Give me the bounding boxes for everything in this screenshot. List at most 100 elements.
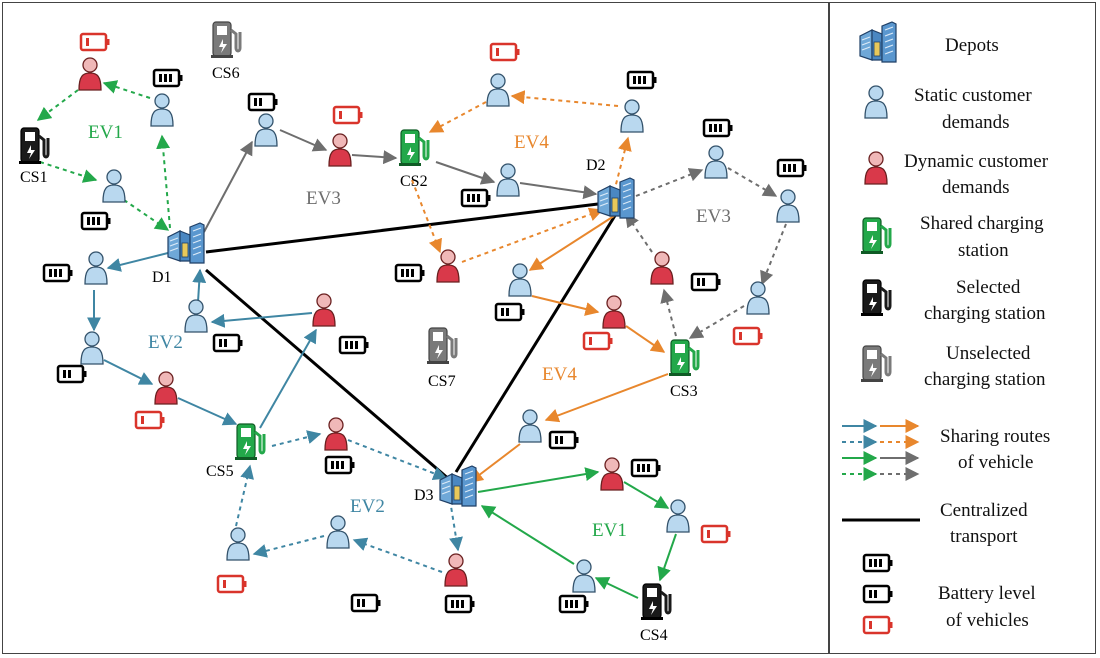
static-customer [704,145,728,179]
node-labels: D1 D2 D3 CS1 CS2 CS3 CS4 CS5 CS6 CS7 [20,65,698,644]
ev3-right-label: EV3 [696,206,731,227]
legend-battery: Battery level of vehicles [862,553,1036,635]
battery-full [630,458,662,478]
battery-full [702,118,734,138]
route-segment [192,268,207,303]
battery-low [134,410,166,430]
cs6-icon [209,20,242,60]
battery-full [558,594,590,614]
route-segment [688,305,745,339]
route-segment [352,537,443,573]
dynamic-customer [154,371,178,405]
legend-routes: Sharing routes of vehicle [842,419,1050,481]
battery-mid [56,364,88,384]
svg-text:Depots: Depots [945,35,999,56]
depot-label-d1: D1 [152,269,172,286]
station-label-cs2: CS2 [400,173,428,190]
d2-d3-line [454,213,618,473]
route-segment [461,207,604,263]
route-segment [123,199,170,231]
route-segment [210,312,313,328]
route-segment [519,182,598,200]
route-segment [660,288,677,337]
station-label-cs7: CS7 [428,373,456,390]
legend-selected-station: Selected charging station [859,277,1046,324]
static-customer [150,93,174,127]
battery-mid [548,430,580,450]
legend-depots: Depots [859,21,999,63]
route-segment [347,439,448,480]
route-segment [271,430,322,447]
static-customer [518,409,542,443]
ev3-mid-label: EV3 [306,188,341,209]
battery-full [152,68,184,88]
cs3-icon [667,338,700,378]
station-label-cs3: CS3 [670,383,698,400]
svg-text:Centralized: Centralized [940,500,1028,521]
route-segment [235,464,254,527]
svg-text:Shared charging: Shared charging [920,213,1044,234]
static-customer [746,281,770,315]
svg-text:Battery level: Battery level [938,583,1036,604]
legend-centralized: Centralized transport [842,500,1028,547]
battery-low [79,32,111,52]
legend-unselected-station: Unselected charging station [859,343,1046,390]
dynamic-customer [78,57,102,91]
d1-d2-line [205,202,599,254]
route-segment [39,161,98,183]
route-segment [544,373,669,423]
route-segment [36,89,79,121]
svg-text:station: station [958,240,1009,261]
ev4-top-label: EV4 [514,132,549,153]
svg-text:of vehicle: of vehicle [958,452,1033,473]
customers [78,57,800,593]
depot-d3 [439,465,477,507]
battery-full [80,211,112,231]
static-customer [666,499,690,533]
route-segment [252,535,325,558]
static-customer [84,251,108,285]
static-customer [496,163,520,197]
route-segment [449,499,463,552]
route-segment [625,325,666,353]
battery-full [338,335,370,355]
route-segment [103,359,154,385]
ev1-top-label: EV1 [88,122,123,143]
dynamic-customer [602,295,626,329]
cs5-icon [233,422,266,462]
route-segment [279,129,328,152]
station-label-cs4: CS4 [640,627,668,644]
svg-text:demands: demands [942,177,1010,198]
route-labels: EV1 EV3 EV4 EV3 EV2 EV4 EV2 EV1 [88,122,731,541]
legend-shared-station: Shared charging station [859,213,1044,261]
static-customer [254,113,278,147]
route-segment [635,168,704,197]
battery-low [489,42,521,62]
route-segment [411,179,442,254]
station-label-cs5: CS5 [206,463,234,480]
cs1-icon [17,126,50,166]
battery-mid [690,272,722,292]
cs7-icon [425,326,458,366]
static-customer [776,189,800,223]
battery-low [582,331,614,351]
battery-full [460,188,492,208]
static-customer [620,99,644,133]
route-segment [531,295,600,316]
battery-low [216,574,248,594]
static-customer [572,559,596,593]
battery-full [626,70,658,90]
route-segment [177,397,238,426]
battery-mid [494,302,526,322]
route-segment [480,505,575,565]
route-segment [428,101,487,133]
battery-full [324,455,356,475]
route-segment [594,577,639,599]
depot-label-d2: D2 [586,157,606,174]
static-customer [102,169,126,203]
battery-mid [350,593,382,613]
ev1-bottom-label: EV1 [592,520,627,541]
svg-text:Unselected: Unselected [946,343,1031,364]
